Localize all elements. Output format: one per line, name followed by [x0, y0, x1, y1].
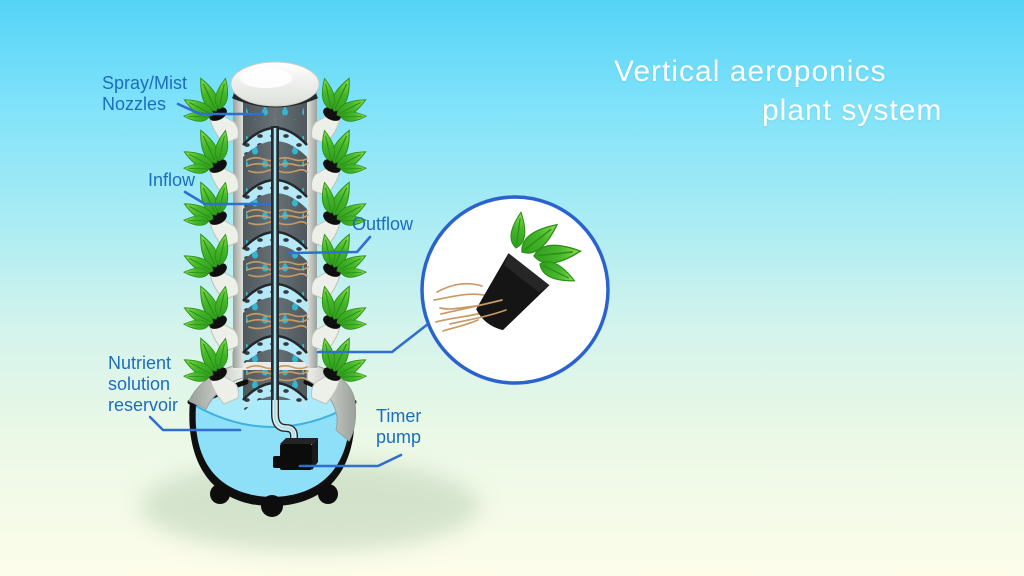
label-outflow: Outflow — [352, 214, 414, 234]
label-line: Nozzles — [102, 94, 167, 114]
tower — [230, 61, 320, 400]
label-timer-pump: Timer pump — [376, 406, 421, 448]
label-line: reservoir — [108, 395, 179, 415]
cap-highlight — [240, 68, 292, 88]
timer-pump — [273, 438, 318, 470]
inset-detail — [420, 195, 610, 385]
leader-inset — [316, 322, 430, 354]
label-spray-mist-nozzles: Spray/Mist Nozzles — [102, 73, 187, 115]
label-nutrient-reservoir: Nutrient solution reservoir — [108, 353, 178, 416]
label-inflow: Inflow — [148, 170, 196, 190]
label-line: solution — [108, 374, 171, 394]
leader-outflow — [286, 235, 372, 255]
inset-net-pot — [476, 253, 550, 331]
inset-roots — [433, 282, 487, 332]
label-line: Timer — [376, 406, 422, 426]
pump-tube — [271, 398, 298, 448]
label-line: Nutrient — [108, 353, 172, 373]
leader-spray-mist — [176, 102, 265, 116]
leader-inflow — [183, 190, 272, 206]
inset-roots-front — [440, 299, 507, 325]
tower-shell-right-edge — [305, 92, 317, 368]
leader-timer-pump — [298, 453, 403, 468]
page-title-line1: Vertical aeroponics — [614, 55, 887, 88]
leader-reservoir — [148, 415, 242, 432]
label-line: Spray/Mist — [102, 73, 188, 93]
page-title-line2: plant system — [762, 94, 943, 127]
reservoir-feet — [210, 484, 338, 517]
label-line: pump — [376, 427, 422, 447]
tower-shell-left-edge — [233, 92, 245, 368]
leaf-cluster — [312, 76, 369, 144]
water-line — [195, 405, 351, 428]
